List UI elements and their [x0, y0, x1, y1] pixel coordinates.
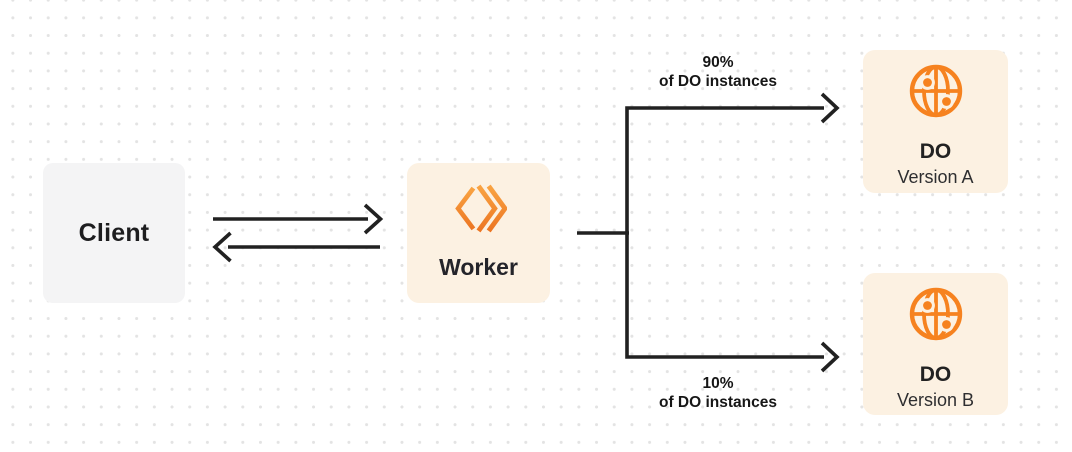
- worker-label: Worker: [439, 254, 518, 280]
- workers-chevron-icon: [455, 184, 507, 233]
- arrowhead-to-do-a: [820, 92, 840, 124]
- traffic-caption-10: of DO instances: [659, 394, 777, 411]
- node-do-version-a: DO Version A: [863, 50, 1008, 193]
- do-b-subtitle: Version B: [896, 390, 975, 410]
- do-a-title: DO: [919, 140, 952, 163]
- arrowhead-to-do-b: [820, 341, 840, 373]
- do-b-title: DO: [919, 363, 952, 386]
- node-worker: Worker: [407, 163, 550, 303]
- durable-object-globe-icon: [909, 287, 962, 341]
- do-a-subtitle: Version A: [897, 167, 974, 187]
- traffic-caption-90: of DO instances: [659, 73, 777, 90]
- client-to-worker-arrow: [213, 203, 384, 235]
- traffic-percent-10: 10%: [702, 375, 734, 392]
- traffic-percent-90: 90%: [702, 54, 734, 71]
- durable-object-globe-icon: [909, 64, 962, 118]
- node-client: Client: [43, 163, 185, 303]
- traffic-split-bracket-line: [625, 106, 824, 359]
- client-label: Client: [78, 218, 150, 247]
- traffic-label-10: 10% of DO instances: [608, 374, 828, 412]
- worker-to-client-arrow: [212, 231, 380, 263]
- traffic-label-90: 90% of DO instances: [608, 53, 828, 91]
- node-do-version-b: DO Version B: [863, 273, 1008, 415]
